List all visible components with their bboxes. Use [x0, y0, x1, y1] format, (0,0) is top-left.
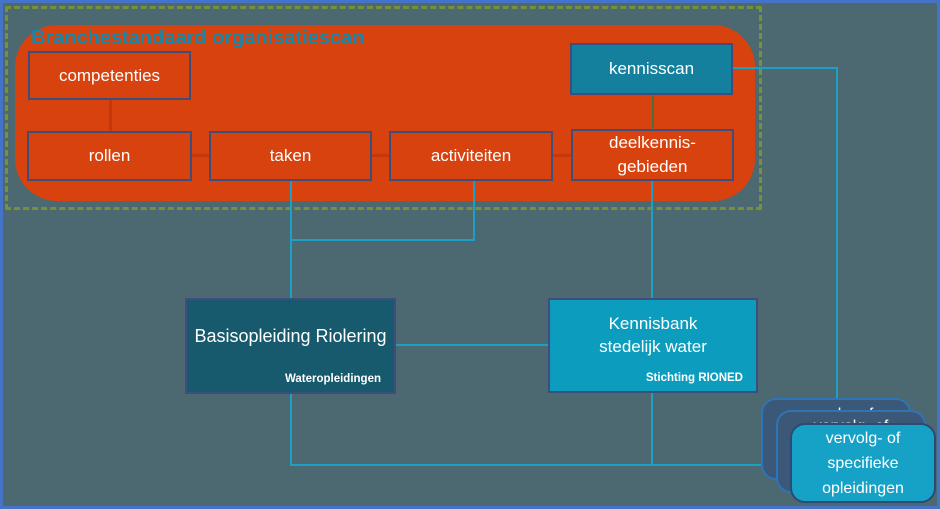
branchestandaard-dashed-outline — [5, 6, 762, 210]
connector-junction-horizontal — [290, 239, 475, 241]
branchestandaard-title: Branchestandaard organisatiescan — [31, 27, 365, 49]
connector-kennisbank-down — [651, 393, 653, 466]
box-taken: taken — [209, 131, 372, 181]
box-competenties-label: competenties — [58, 65, 161, 85]
vervolg-label: vervolg- of specifieke opleidingen — [822, 429, 904, 497]
connector-basisopleiding-down — [290, 394, 292, 466]
box-competenties: competenties — [28, 51, 191, 100]
connector-competenties-rollen — [109, 100, 112, 131]
connector-kennisscan-right — [733, 67, 838, 69]
connector-rollen-taken — [192, 154, 209, 157]
box-vervolg-opleidingen: vervolg- of specifieke opleidingen — [790, 423, 936, 503]
connector-right-to-opleidingen — [836, 67, 838, 399]
box-activiteiten-label: activiteiten — [430, 146, 512, 165]
box-taken-label: taken — [269, 146, 312, 165]
kennisbank-organisation: Stichting RIONED — [645, 372, 743, 384]
basisopleiding-organisation: Wateropleidingen — [284, 373, 381, 385]
connector-deelkennis-to-kennisbank — [651, 181, 653, 299]
box-kennisbank-stedelijk-water: Kennisbank stedelijk water Stichting RIO… — [548, 298, 758, 393]
box-rollen: rollen — [27, 131, 192, 181]
connector-kennisscan-deelkennis — [652, 95, 654, 129]
box-activiteiten: activiteiten — [389, 131, 553, 181]
connector-basisopleiding-kennisbank — [396, 344, 548, 346]
connector-taken-activiteiten — [372, 154, 389, 157]
box-rollen-label: rollen — [88, 146, 131, 165]
box-kennisscan: kennisscan — [570, 43, 733, 95]
box-basisopleiding-riolering: Basisopleiding Riolering Wateropleidinge… — [185, 298, 396, 394]
connector-activiteiten-deelkennis — [553, 154, 571, 157]
box-deelkennisgebieden-label: deelkennis- gebieden — [609, 133, 696, 176]
kennisbank-title: Kennisbank stedelijk water — [599, 314, 707, 356]
basisopleiding-title: Basisopleiding Riolering — [194, 326, 387, 346]
connector-bottom-horizontal — [290, 464, 764, 466]
box-kennisscan-label: kennisscan — [608, 59, 695, 78]
connector-activiteiten-down — [473, 181, 475, 241]
box-deelkennisgebieden: deelkennis- gebieden — [571, 129, 734, 181]
